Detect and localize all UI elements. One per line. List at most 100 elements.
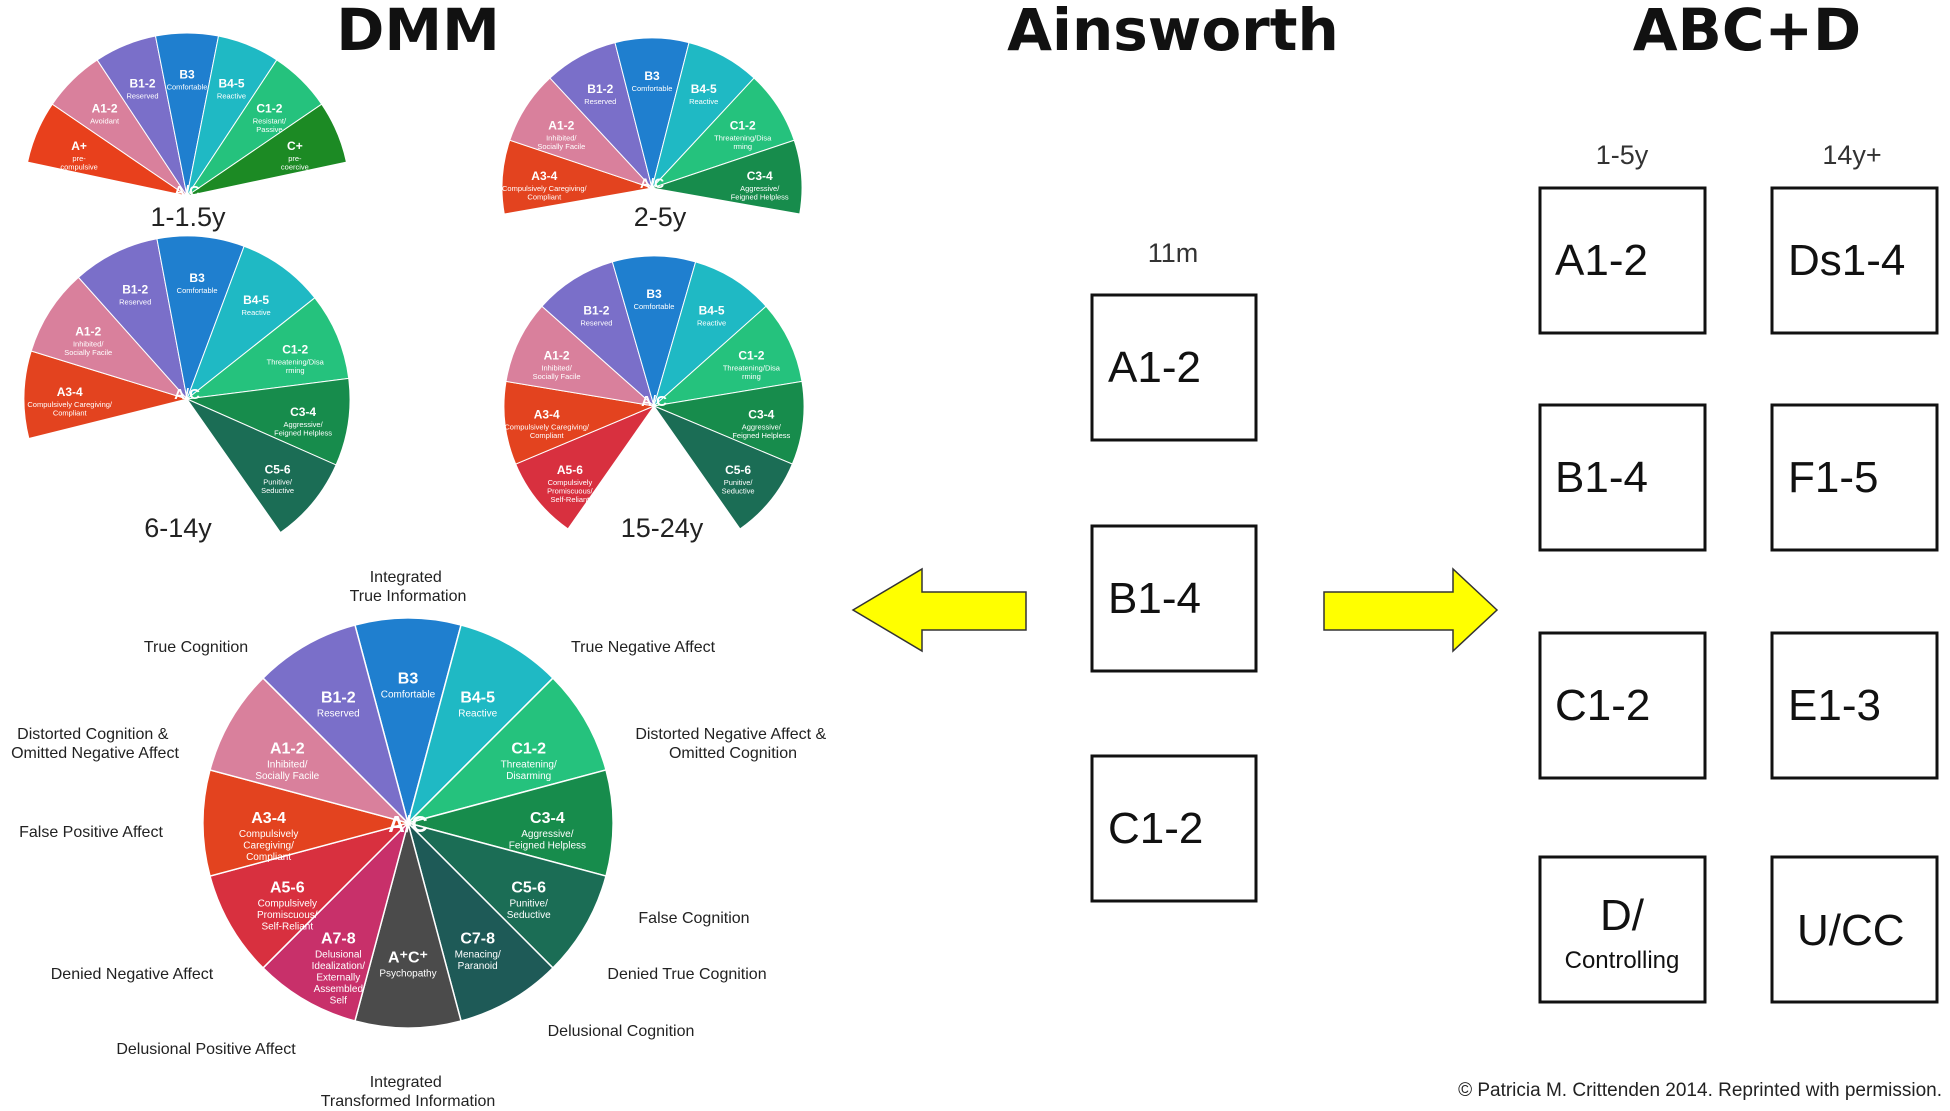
segment-code: B1-2 xyxy=(321,689,356,706)
segment-wedge xyxy=(185,397,337,534)
segment-a-c: A⁺C⁺Psychopathy xyxy=(354,820,462,1029)
segment-desc: Compulsively xyxy=(548,478,593,487)
segment-code: B3 xyxy=(644,69,660,83)
segment-desc: Punitive/ xyxy=(510,899,549,910)
segment-wedge xyxy=(406,820,555,1022)
segment-desc: pre- xyxy=(288,154,302,163)
segment-desc: Compliant xyxy=(246,852,291,863)
segment-desc: Reserved xyxy=(317,708,360,719)
title-abcd: ABC+D xyxy=(1633,0,1861,64)
segment-code: A3-4 xyxy=(57,385,83,399)
segment-desc: Feigned Helpless xyxy=(732,431,790,440)
line: True Information xyxy=(350,588,467,605)
segment-c: C+pre-coercive xyxy=(186,103,348,197)
line: Omitted Negative Affect xyxy=(11,745,179,762)
fan-age-label: 1-1.5y xyxy=(150,202,226,232)
segment-desc: Reserved xyxy=(119,298,151,307)
box-ainsworth-c xyxy=(1090,754,1258,903)
wheel-outer-labels: Integrated True Information True Cogniti… xyxy=(11,569,826,1110)
segment-desc: coercive xyxy=(281,163,309,172)
box-label: U/CC xyxy=(1797,906,1905,955)
segment-desc: Comfortable xyxy=(167,83,208,92)
ainsworth-age-label: 11m xyxy=(1148,238,1199,268)
segment-wedge xyxy=(354,617,462,826)
segment-code: A1-2 xyxy=(75,325,101,339)
segment-wedge xyxy=(202,769,411,877)
box-label: F1-5 xyxy=(1788,453,1878,502)
line: Integrated xyxy=(370,569,442,586)
box-abcd-d xyxy=(1538,855,1707,1004)
segment-desc: Seductive xyxy=(261,486,294,495)
box-ainsworth-a xyxy=(1090,293,1258,442)
segment-desc: Self-Reliant xyxy=(261,922,313,933)
box-abcd-ds xyxy=(1770,186,1939,335)
segment-desc: Inhibited/ xyxy=(73,340,104,349)
segment-code: A1-2 xyxy=(548,118,574,132)
segment-wedge xyxy=(209,821,411,970)
segment-wedge xyxy=(186,103,348,197)
box-label: D/ xyxy=(1600,891,1645,940)
segment-desc: Inhibited/ xyxy=(541,363,572,372)
fan-1-1-5y: A+pre-compulsiveA1-2AvoidantB1-2Reserved… xyxy=(26,32,348,232)
arrow-left xyxy=(851,567,1027,653)
segment-desc: Caregiving/ xyxy=(243,841,294,852)
title-dmm: DMM xyxy=(336,0,500,64)
segment-code: C7-8 xyxy=(460,931,495,948)
segment-desc: Aggressive/ xyxy=(740,184,780,193)
fan-center-label: A/C xyxy=(641,393,667,410)
segment-code: C1-2 xyxy=(282,343,308,357)
segment-desc: Comfortable xyxy=(634,302,675,311)
segment-desc: Psychopathy xyxy=(379,968,436,979)
segment-code: C1-2 xyxy=(738,348,764,362)
box-abcd-a xyxy=(1538,186,1707,335)
segment-desc: Disarming xyxy=(506,771,551,782)
segment-desc: rming xyxy=(286,366,305,375)
segment-desc: Promiscuous/ xyxy=(257,910,318,921)
arrow-right xyxy=(1323,567,1499,653)
box-label: B1-4 xyxy=(1108,574,1201,623)
segment-wedge xyxy=(406,624,555,826)
segment-desc: Reactive xyxy=(689,97,718,106)
segment-code: C5-6 xyxy=(725,463,751,477)
segment-desc: Feigned Helpless xyxy=(509,841,586,852)
segment-desc: rming xyxy=(742,372,761,381)
segment-desc: Reactive xyxy=(697,319,726,328)
box-abcd-f xyxy=(1770,403,1939,552)
segment-code: C3-4 xyxy=(748,408,774,422)
segment-wedge xyxy=(185,377,351,466)
segment-wedge xyxy=(354,820,462,1029)
segment-desc: Punitive/ xyxy=(263,478,293,487)
segment-desc: Resistant/ xyxy=(253,116,287,125)
segment-wedge xyxy=(405,769,614,877)
segment-wedge xyxy=(209,676,411,825)
segment-wedge xyxy=(652,404,793,530)
segment-code: C3-4 xyxy=(747,169,773,183)
fan-15-24y: A5-6CompulsivelyPromiscuous/Self-Reliant… xyxy=(503,255,805,543)
line: Distorted Negative Affect & xyxy=(635,726,826,743)
segment-desc: Self-Reliant xyxy=(551,495,591,504)
segment-code: C3-4 xyxy=(530,810,565,827)
segment-wedge xyxy=(541,261,655,408)
segment-wedge xyxy=(405,676,607,825)
segment-wedge xyxy=(30,276,189,401)
segment-code: B3 xyxy=(189,271,205,285)
segment-code: A3-4 xyxy=(534,408,560,422)
segment-desc: Compulsively Caregiving/ xyxy=(504,423,590,432)
segment-desc: compulsive xyxy=(60,163,98,172)
